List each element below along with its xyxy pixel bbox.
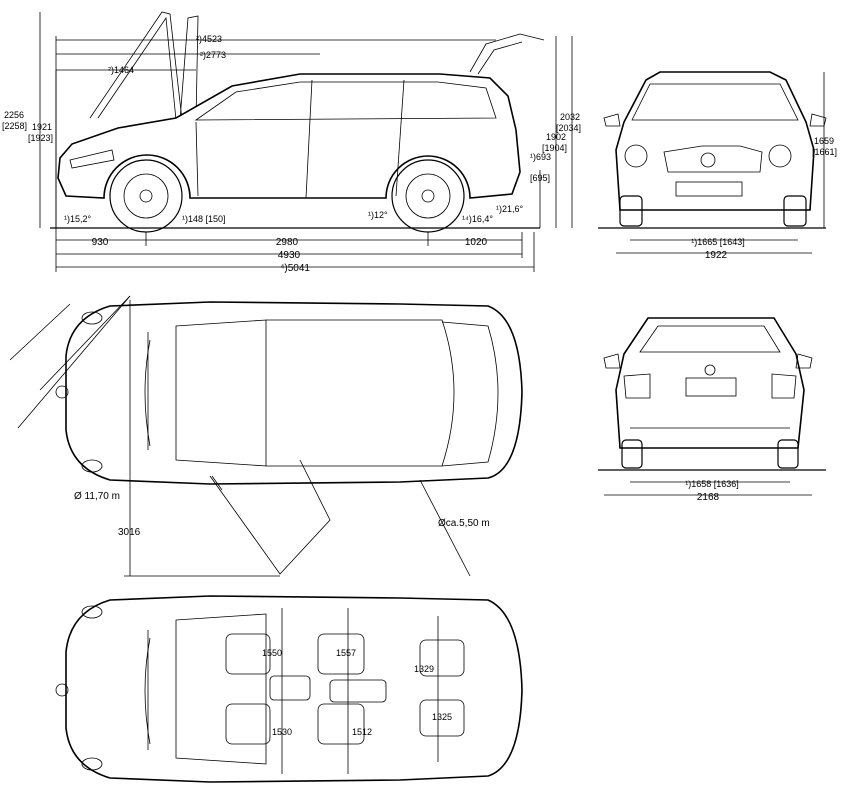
third-hip-width: 1325: [432, 712, 452, 722]
departure-angle-a: ¹⁴)16,4°: [462, 214, 493, 224]
side-view: 930 2980 1020 4930 ⁴)5041 ²)1464 ²)2773 …: [2, 11, 581, 274]
third-seat-right: [419, 699, 465, 737]
front-height: 1659[1661]: [812, 136, 837, 157]
front-body: [615, 71, 815, 211]
dim-rear-bumper-b: [695]: [530, 173, 550, 183]
top-body: [65, 301, 523, 485]
ground-clearance: ¹)148 [150]: [182, 214, 226, 224]
front-seat-right: [225, 703, 271, 745]
open-door: [179, 15, 199, 123]
inner-radius: Øca.5,50 m: [438, 518, 490, 529]
front-hip-width: 1530: [272, 727, 292, 737]
third-seat-left: [419, 639, 465, 677]
dim-height-open: 2256[2258]: [2, 110, 27, 131]
turning-circle: Ø 11,70 m: [74, 491, 120, 502]
dim-rear-bumper: ¹)693: [530, 152, 551, 162]
interior-view: 1550 1557 1329 1530 1512 1325: [55, 595, 523, 783]
second-seat-right: [317, 703, 365, 745]
front-width: 1922: [705, 250, 728, 261]
second-seat-left: [317, 633, 365, 675]
rear-wheel: [391, 159, 465, 233]
front-seat-left: [225, 633, 271, 675]
dim-tailgate-open: ²)4523: [196, 34, 222, 44]
dim-height: 1921[1923]: [28, 122, 53, 143]
interior-body: [65, 595, 523, 783]
dim-rear-overhang: 1020: [465, 237, 488, 248]
second-hip-width: 1512: [352, 727, 372, 737]
rear-width: 2168: [697, 492, 720, 503]
front-shoulder-width: 1550: [262, 648, 282, 658]
front-wheel: [109, 159, 183, 233]
second-shoulder-width: 1557: [336, 648, 356, 658]
front-track: ¹)1665 [1643]: [691, 237, 745, 247]
side-body: [57, 73, 521, 199]
dim-hood-open: ²)1464: [108, 65, 134, 75]
dim-length-long: ⁴)5041: [280, 263, 310, 274]
open-hood: [89, 11, 183, 121]
approach-angle: ¹)15,2°: [64, 214, 92, 224]
dim-front-overhang: 930: [92, 237, 109, 248]
rear-body: [615, 317, 805, 449]
dim-door-open: ²)2773: [200, 50, 226, 60]
dim-height-rear: 2032[2034]: [556, 112, 581, 133]
front-view: ¹)1665 [1643] 1922 1659[1661]: [598, 71, 837, 261]
dim-height-rear-b: 1902[1904]: [542, 132, 567, 153]
departure-angle-b: ¹)21,6°: [496, 204, 524, 214]
turning-dim: 3016: [118, 527, 141, 538]
dim-length: 4930: [278, 250, 301, 261]
ramp-angle: ¹)12°: [368, 210, 388, 220]
third-shoulder-width: 1329: [414, 664, 434, 674]
dim-wheelbase: 2980: [276, 237, 299, 248]
rear-view: ¹)1658 [1636] 2168: [598, 317, 826, 503]
top-view: Ø 11,70 m Øca.5,50 m 3016: [9, 295, 523, 577]
open-tailgate: [469, 33, 545, 73]
rear-track: ¹)1658 [1636]: [685, 479, 739, 489]
